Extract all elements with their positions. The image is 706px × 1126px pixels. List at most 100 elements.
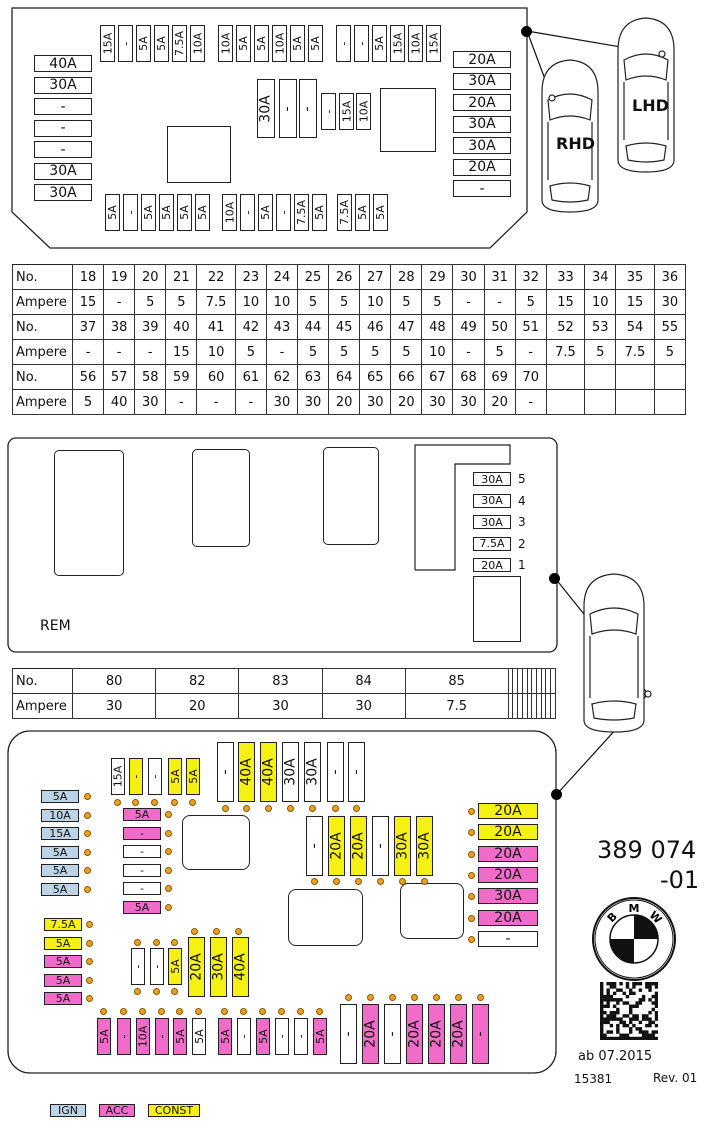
fuse-rating: 20A bbox=[406, 1020, 423, 1048]
table-cell: 30 bbox=[134, 389, 167, 415]
fuse: 7.5A bbox=[294, 194, 309, 231]
fuse: 5A bbox=[290, 25, 305, 62]
table-cell: 55 bbox=[653, 314, 687, 340]
fuse-rating: - bbox=[60, 120, 66, 136]
fuse-rating: - bbox=[306, 843, 323, 849]
fuse-holder-bracket bbox=[414, 444, 511, 571]
fuse: - bbox=[384, 1004, 401, 1064]
fuse: 15A bbox=[426, 25, 441, 62]
fuse: 30A bbox=[34, 184, 92, 201]
table-cell: 7.5 bbox=[615, 339, 655, 365]
terminal-dot bbox=[389, 994, 396, 1001]
terminal-dot bbox=[171, 939, 178, 946]
fuse-rating: 30A bbox=[394, 832, 411, 860]
table-cell: 15 bbox=[71, 289, 105, 315]
table-cell: 30 bbox=[265, 389, 299, 415]
fuse-rating: 5A bbox=[55, 973, 71, 987]
terminal-dot bbox=[191, 928, 198, 935]
terminal-dot bbox=[309, 805, 316, 812]
relay-block bbox=[192, 449, 250, 547]
table-cell: 5 bbox=[296, 339, 330, 365]
table-cell: 56 bbox=[71, 364, 105, 390]
fuse-rating: 15A bbox=[49, 827, 71, 840]
table-cell: 66 bbox=[390, 364, 423, 390]
row-header: Ampere bbox=[12, 693, 73, 719]
fuse-rating: 5A bbox=[106, 205, 119, 220]
terminal-dot bbox=[213, 928, 220, 935]
fuse: 30A bbox=[282, 742, 299, 802]
fuse-rating: 30A bbox=[49, 184, 77, 201]
legend-label: CONST bbox=[154, 1104, 194, 1117]
fuse: 5A bbox=[41, 882, 79, 896]
fuse: 40A bbox=[260, 742, 277, 802]
fuse-rating: 30A bbox=[481, 515, 503, 529]
fuse-rating: 30A bbox=[468, 116, 496, 132]
table-cell: - bbox=[134, 339, 167, 365]
table-cell: 30 bbox=[296, 389, 330, 415]
fuse: 5A bbox=[313, 1018, 327, 1055]
fuse: 20A bbox=[453, 158, 511, 176]
terminal-dot bbox=[353, 805, 360, 812]
terminal-dot bbox=[153, 939, 160, 946]
fuse: 5A bbox=[105, 194, 120, 231]
fuse-rating: - bbox=[472, 1031, 489, 1037]
terminal-dot bbox=[468, 893, 475, 901]
fuse: 20A bbox=[473, 558, 511, 572]
fuse: 30A bbox=[34, 76, 92, 94]
fuse-slot-number: 2 bbox=[518, 536, 526, 551]
fuse-rating: 5A bbox=[52, 790, 68, 803]
fuse: 30A bbox=[210, 937, 227, 997]
fuse-rating: 20A bbox=[494, 824, 522, 841]
fuse-rating: - bbox=[348, 769, 365, 775]
terminal-dot bbox=[332, 805, 339, 812]
table-cell: 5 bbox=[653, 339, 687, 365]
fuse-rating: 5A bbox=[192, 1029, 206, 1044]
terminal-dot bbox=[132, 799, 139, 806]
fuse-rating: 5A bbox=[52, 845, 68, 859]
fuse: - bbox=[131, 948, 145, 985]
fuse-rating: 30A bbox=[49, 77, 77, 93]
fuse: 7.5A bbox=[172, 25, 187, 62]
table-cell: 80 bbox=[71, 668, 157, 694]
rhd-car-icon bbox=[541, 59, 599, 213]
table-cell bbox=[545, 389, 586, 415]
table-cell: 62 bbox=[265, 364, 299, 390]
terminal-dot bbox=[86, 995, 93, 1002]
fuse: - bbox=[354, 25, 369, 62]
callout-dot bbox=[549, 573, 560, 584]
table-cell bbox=[584, 389, 617, 415]
fuse-rating: 10A bbox=[49, 808, 71, 822]
fuse: - bbox=[321, 93, 336, 130]
fuse: 30A bbox=[473, 493, 511, 508]
fuse-rating: 5A bbox=[168, 959, 182, 974]
fuse: - bbox=[294, 1018, 308, 1055]
fuse: - bbox=[150, 948, 164, 985]
fuse-rating: - bbox=[300, 105, 316, 112]
fuse: - bbox=[118, 25, 133, 62]
fuse: - bbox=[123, 194, 138, 231]
fuse-rating: 5A bbox=[142, 205, 155, 220]
fuse: - bbox=[129, 758, 143, 795]
table-cell: 61 bbox=[234, 364, 267, 390]
fuse-rating: 5A bbox=[97, 1029, 111, 1044]
table-cell: 22 bbox=[196, 264, 236, 290]
fuse: 20A bbox=[328, 816, 345, 876]
fuse-rating: 20A bbox=[468, 51, 496, 68]
fuse-rating: 7.5A bbox=[173, 30, 186, 57]
fuse: 15A bbox=[111, 758, 125, 795]
fuse-rating: 40A bbox=[49, 55, 77, 72]
table-cell: - bbox=[103, 289, 136, 315]
fuse: 5A bbox=[256, 1018, 270, 1055]
fuse-rating: 5A bbox=[160, 205, 173, 220]
fuse: 5A bbox=[41, 864, 79, 877]
fuse: 5A bbox=[141, 194, 156, 231]
table-cell: 28 bbox=[390, 264, 423, 290]
table-cell: 5 bbox=[359, 339, 392, 365]
table-cell: 29 bbox=[421, 264, 454, 290]
table-cell: 84 bbox=[321, 668, 406, 694]
table-cell: 10 bbox=[584, 289, 617, 315]
table-cell: 83 bbox=[238, 668, 323, 694]
terminal-dot bbox=[165, 885, 172, 892]
fuse-rating: 5A bbox=[259, 205, 272, 220]
fuse: 10A bbox=[408, 25, 423, 62]
